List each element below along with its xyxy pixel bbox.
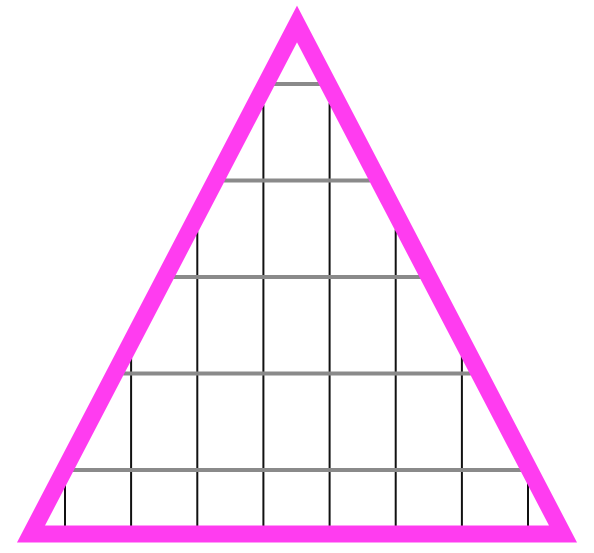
triangle-outline — [16, 5, 578, 543]
grid-lines — [31, 82, 563, 534]
